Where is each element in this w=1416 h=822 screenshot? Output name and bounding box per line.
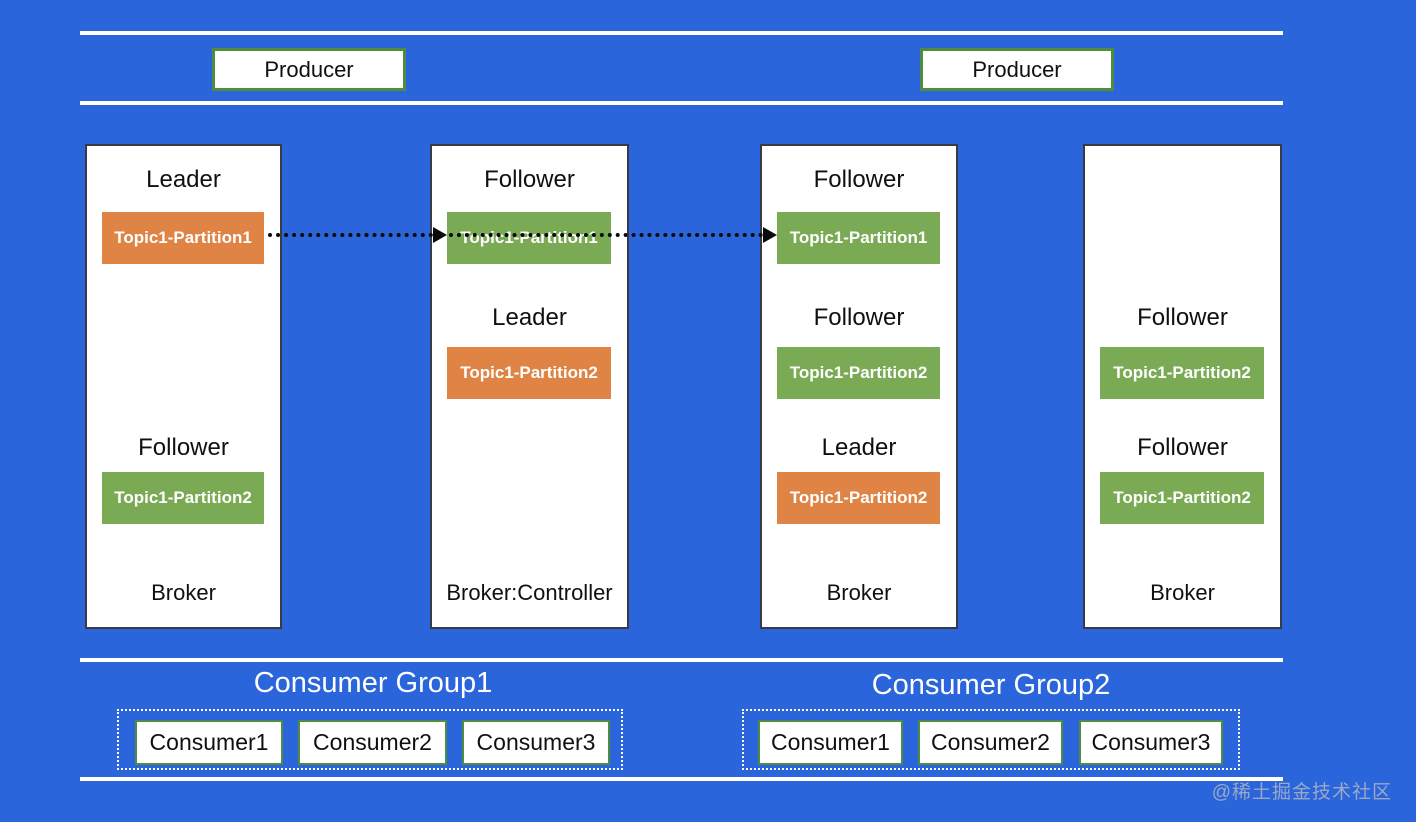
consumer-box: Consumer3 bbox=[1079, 720, 1223, 765]
producer-box-1: Producer bbox=[212, 48, 406, 91]
consumer-group-container-2 bbox=[742, 709, 1240, 770]
consumer-box: Consumer3 bbox=[462, 720, 610, 765]
consumer-label: Consumer3 bbox=[1091, 729, 1211, 755]
partition-box-leader: Topic1-Partition1 bbox=[102, 212, 264, 264]
consumer-group-title-2: Consumer Group2 bbox=[871, 669, 1111, 701]
partition-label: Topic1-Partition1 bbox=[460, 228, 598, 247]
partition-label: Topic1-Partition2 bbox=[460, 363, 598, 382]
role-label: Follower bbox=[138, 434, 229, 461]
producer-label: Producer bbox=[972, 56, 1062, 82]
partition-label: Topic1-Partition2 bbox=[1113, 363, 1251, 382]
partition-box-follower: Topic1-Partition1 bbox=[447, 212, 611, 264]
separator-line-producer-bottom bbox=[80, 101, 1283, 105]
role-label: Leader bbox=[492, 304, 567, 331]
broker-box-2: Follower Topic1-Partition1 Leader Topic1… bbox=[430, 144, 629, 629]
partition-label: Topic1-Partition2 bbox=[114, 488, 252, 507]
partition-box-follower: Topic1-Partition2 bbox=[1100, 472, 1264, 524]
partition-box-leader: Topic1-Partition2 bbox=[777, 472, 940, 524]
consumer-group-container-1 bbox=[117, 709, 623, 770]
consumer-group-title-1: Consumer Group1 bbox=[253, 667, 493, 699]
replication-arrow-line-1 bbox=[268, 233, 433, 237]
consumer-box: Consumer2 bbox=[918, 720, 1063, 765]
partition-box-follower: Topic1-Partition2 bbox=[102, 472, 264, 524]
separator-line-bottom bbox=[80, 777, 1283, 781]
partition-box-follower: Topic1-Partition2 bbox=[777, 347, 940, 399]
partition-label: Topic1-Partition1 bbox=[789, 228, 928, 247]
broker-box-4: Follower Topic1-Partition2 Follower Topi… bbox=[1083, 144, 1282, 629]
broker-box-1: Leader Topic1-Partition1 Follower Topic1… bbox=[85, 144, 282, 629]
broker-name-label: Broker bbox=[826, 580, 892, 605]
arrow-head-icon bbox=[763, 227, 777, 243]
consumer-box: Consumer1 bbox=[758, 720, 903, 765]
role-label: Follower bbox=[813, 304, 905, 331]
broker-name-label: Broker:Controller bbox=[446, 580, 613, 605]
partition-label: Topic1-Partition2 bbox=[1113, 488, 1251, 507]
arrow-head-icon bbox=[433, 227, 447, 243]
consumer-label: Consumer1 bbox=[771, 729, 890, 755]
consumer-label: Consumer2 bbox=[313, 729, 432, 755]
separator-line-consumer-top bbox=[80, 658, 1283, 662]
partition-label: Topic1-Partition1 bbox=[114, 228, 252, 247]
partition-box-follower: Topic1-Partition2 bbox=[1100, 347, 1264, 399]
partition-label: Topic1-Partition2 bbox=[789, 363, 928, 382]
role-label: Follower bbox=[1137, 434, 1228, 461]
role-label: Leader bbox=[146, 166, 221, 193]
role-label: Follower bbox=[813, 166, 905, 193]
broker-name-label: Broker bbox=[1150, 580, 1215, 605]
role-label: Follower bbox=[484, 166, 575, 193]
consumer-box: Consumer1 bbox=[135, 720, 283, 765]
consumer-label: Consumer2 bbox=[931, 729, 1050, 755]
consumer-label: Consumer1 bbox=[149, 729, 269, 755]
partition-box-leader: Topic1-Partition2 bbox=[447, 347, 611, 399]
consumer-box: Consumer2 bbox=[298, 720, 447, 765]
separator-line-top bbox=[80, 31, 1283, 35]
broker-box-3: Follower Topic1-Partition1 Follower Topi… bbox=[760, 144, 958, 629]
partition-box-follower: Topic1-Partition1 bbox=[777, 212, 940, 264]
watermark: @稀土掘金技术社区 bbox=[1211, 782, 1392, 803]
producer-box-2: Producer bbox=[920, 48, 1114, 91]
partition-label: Topic1-Partition2 bbox=[789, 488, 928, 507]
role-label: Leader bbox=[821, 434, 897, 461]
broker-name-label: Broker bbox=[151, 580, 216, 605]
producer-label: Producer bbox=[264, 56, 354, 82]
consumer-label: Consumer3 bbox=[476, 729, 596, 755]
role-label: Follower bbox=[1137, 304, 1228, 331]
replication-arrow-line-2 bbox=[449, 233, 763, 237]
